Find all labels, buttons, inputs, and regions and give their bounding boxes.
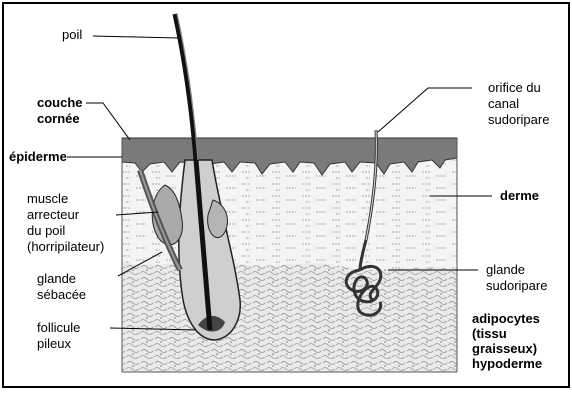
label-adipocytes-1: adipocytes bbox=[472, 311, 542, 326]
label-couche: couche bbox=[37, 95, 83, 111]
label-sebacee: sébacée bbox=[37, 287, 86, 303]
label-glande-sebacee: glande sébacée bbox=[37, 271, 86, 303]
label-adipocytes: adipocytes (tissu graisseux) hypoderme bbox=[472, 311, 542, 371]
label-muscle-4: (horripilateur) bbox=[27, 239, 104, 255]
label-muscle-3: du poil bbox=[27, 223, 104, 239]
label-sudoripare: sudoripare bbox=[486, 278, 547, 294]
label-orifice-2: canal bbox=[488, 96, 549, 112]
label-cornee: cornée bbox=[37, 111, 83, 127]
label-couche-cornee: couche cornée bbox=[37, 95, 83, 127]
label-muscle: muscle arrecteur du poil (horripilateur) bbox=[27, 191, 104, 255]
label-tissu: (tissu bbox=[472, 326, 542, 341]
label-graisseux: graisseux) bbox=[472, 341, 542, 356]
label-orifice: orifice du canal sudoripare bbox=[488, 80, 549, 128]
label-follicule: follicule pileux bbox=[37, 320, 80, 352]
label-poil: poil bbox=[62, 27, 82, 43]
label-pileux: pileux bbox=[37, 336, 80, 352]
label-glande-sudoripare: glande sudoripare bbox=[486, 262, 547, 294]
label-hypoderme: hypoderme bbox=[472, 356, 542, 371]
label-orifice-3: sudoripare bbox=[488, 112, 549, 128]
label-glande-1: glande bbox=[37, 271, 86, 287]
label-derme: derme bbox=[500, 188, 539, 204]
label-muscle-1: muscle bbox=[27, 191, 104, 207]
label-epiderme: épiderme bbox=[9, 149, 67, 165]
label-muscle-2: arrecteur bbox=[27, 207, 104, 223]
label-follicule-1: follicule bbox=[37, 320, 80, 336]
hypodermis-layer bbox=[122, 262, 457, 372]
label-orifice-1: orifice du bbox=[488, 80, 549, 96]
label-glande-2: glande bbox=[486, 262, 547, 278]
